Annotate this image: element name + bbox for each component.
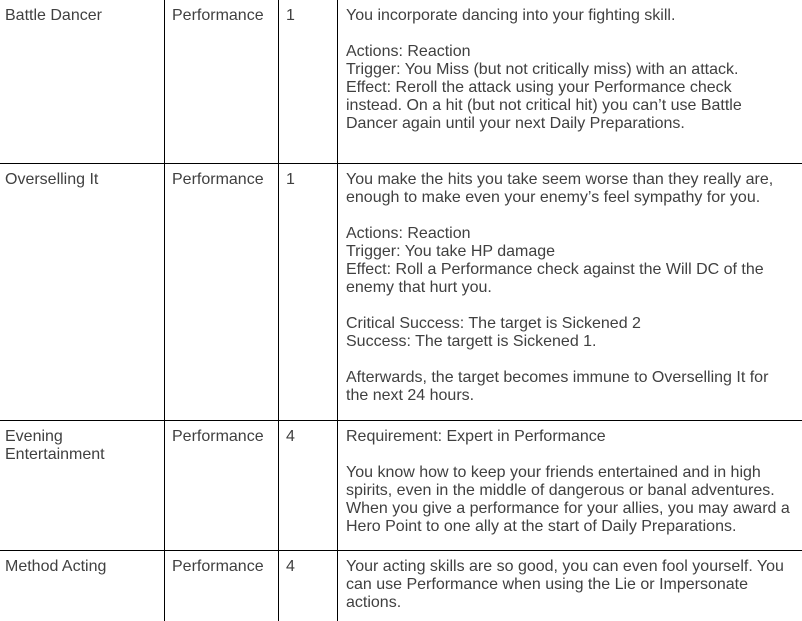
table-row: Evening Entertainment Performance 4 Requ… [0,421,802,551]
feat-description-cell: Requirement: Expert in Performance You k… [346,428,790,535]
feat-skill-cell: Performance [165,421,279,550]
feat-level-cell: 4 [279,551,338,621]
feat-level-cell: 1 [279,164,338,420]
feat-level-cell: 1 [279,0,338,163]
feat-skill-cell: Performance [165,0,279,163]
feat-name-cell: Overselling It [0,164,165,420]
feat-description-cell: Your acting skills are so good, you can … [346,558,784,611]
feat-skill-cell: Performance [165,164,279,420]
table-row: Battle Dancer Performance 1 You incorpor… [0,0,802,164]
table-row: Method Acting Performance 4 Your acting … [0,551,802,621]
feat-name-cell: Method Acting [0,551,165,621]
feat-description-cell: You incorporate dancing into your fighti… [346,7,742,132]
feat-name-cell: Evening Entertainment [0,421,165,550]
feat-name-cell: Battle Dancer [0,0,165,163]
feat-skill-cell: Performance [165,551,279,621]
feat-level-cell: 4 [279,421,338,550]
feat-description-cell: You make the hits you take seem worse th… [346,171,774,404]
table-row: Overselling It Performance 1 You make th… [0,164,802,421]
